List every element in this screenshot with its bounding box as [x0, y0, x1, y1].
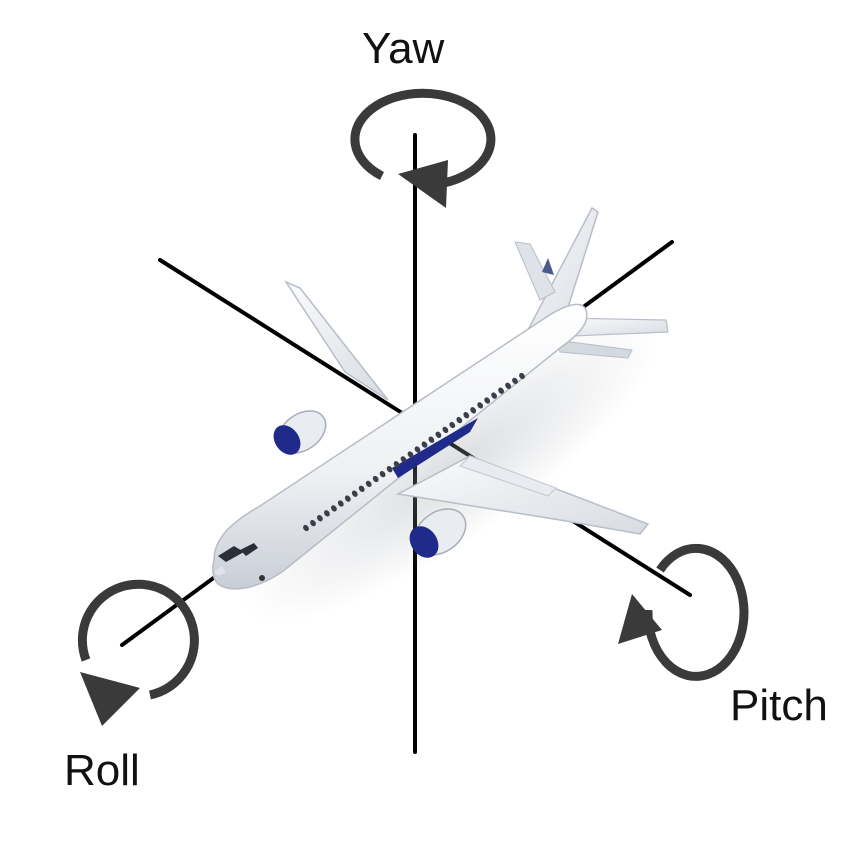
passenger-window	[407, 451, 414, 458]
pitch-label: Pitch	[730, 681, 828, 730]
left-engine	[273, 410, 327, 455]
pitch-rotation-arrow	[618, 543, 749, 681]
passenger-window	[519, 372, 525, 380]
passenger-window	[344, 495, 351, 502]
yaw-label: Yaw	[362, 24, 445, 73]
passenger-window	[331, 505, 337, 512]
passenger-window	[414, 446, 421, 453]
yaw-rotation-arrow	[350, 88, 496, 208]
passenger-window	[512, 377, 518, 385]
passenger-window	[470, 407, 477, 414]
passenger-window	[400, 456, 407, 463]
passenger-window	[428, 436, 435, 443]
passenger-window	[477, 402, 484, 409]
passenger-window	[442, 426, 449, 434]
circular-arrow-icon	[618, 594, 662, 644]
passenger-window	[449, 421, 456, 429]
passenger-window	[435, 431, 442, 438]
passenger-window	[372, 475, 379, 483]
passenger-window	[317, 515, 323, 522]
passenger-window	[484, 397, 491, 404]
passenger-window	[421, 441, 428, 448]
circular-arrow-icon	[398, 160, 448, 208]
passenger-window	[505, 382, 511, 389]
circular-arrow-icon	[80, 672, 140, 726]
passenger-window	[365, 480, 372, 488]
passenger-window	[498, 387, 504, 394]
passenger-window	[337, 500, 344, 507]
right-engine	[409, 508, 467, 558]
airplane-illustration	[212, 206, 669, 625]
passenger-window	[463, 412, 470, 419]
passenger-window	[351, 490, 358, 497]
passenger-window	[386, 466, 393, 473]
passenger-windows	[303, 372, 525, 532]
passenger-window	[358, 485, 365, 492]
roll-label: Roll	[64, 746, 140, 795]
passenger-window	[456, 416, 463, 424]
passenger-window	[310, 519, 316, 527]
passenger-window	[491, 392, 497, 399]
passenger-window	[379, 470, 386, 478]
passenger-window	[324, 510, 330, 517]
roll-rotation-arrow	[77, 579, 199, 726]
passenger-window	[303, 524, 309, 532]
passenger-window	[393, 461, 400, 468]
